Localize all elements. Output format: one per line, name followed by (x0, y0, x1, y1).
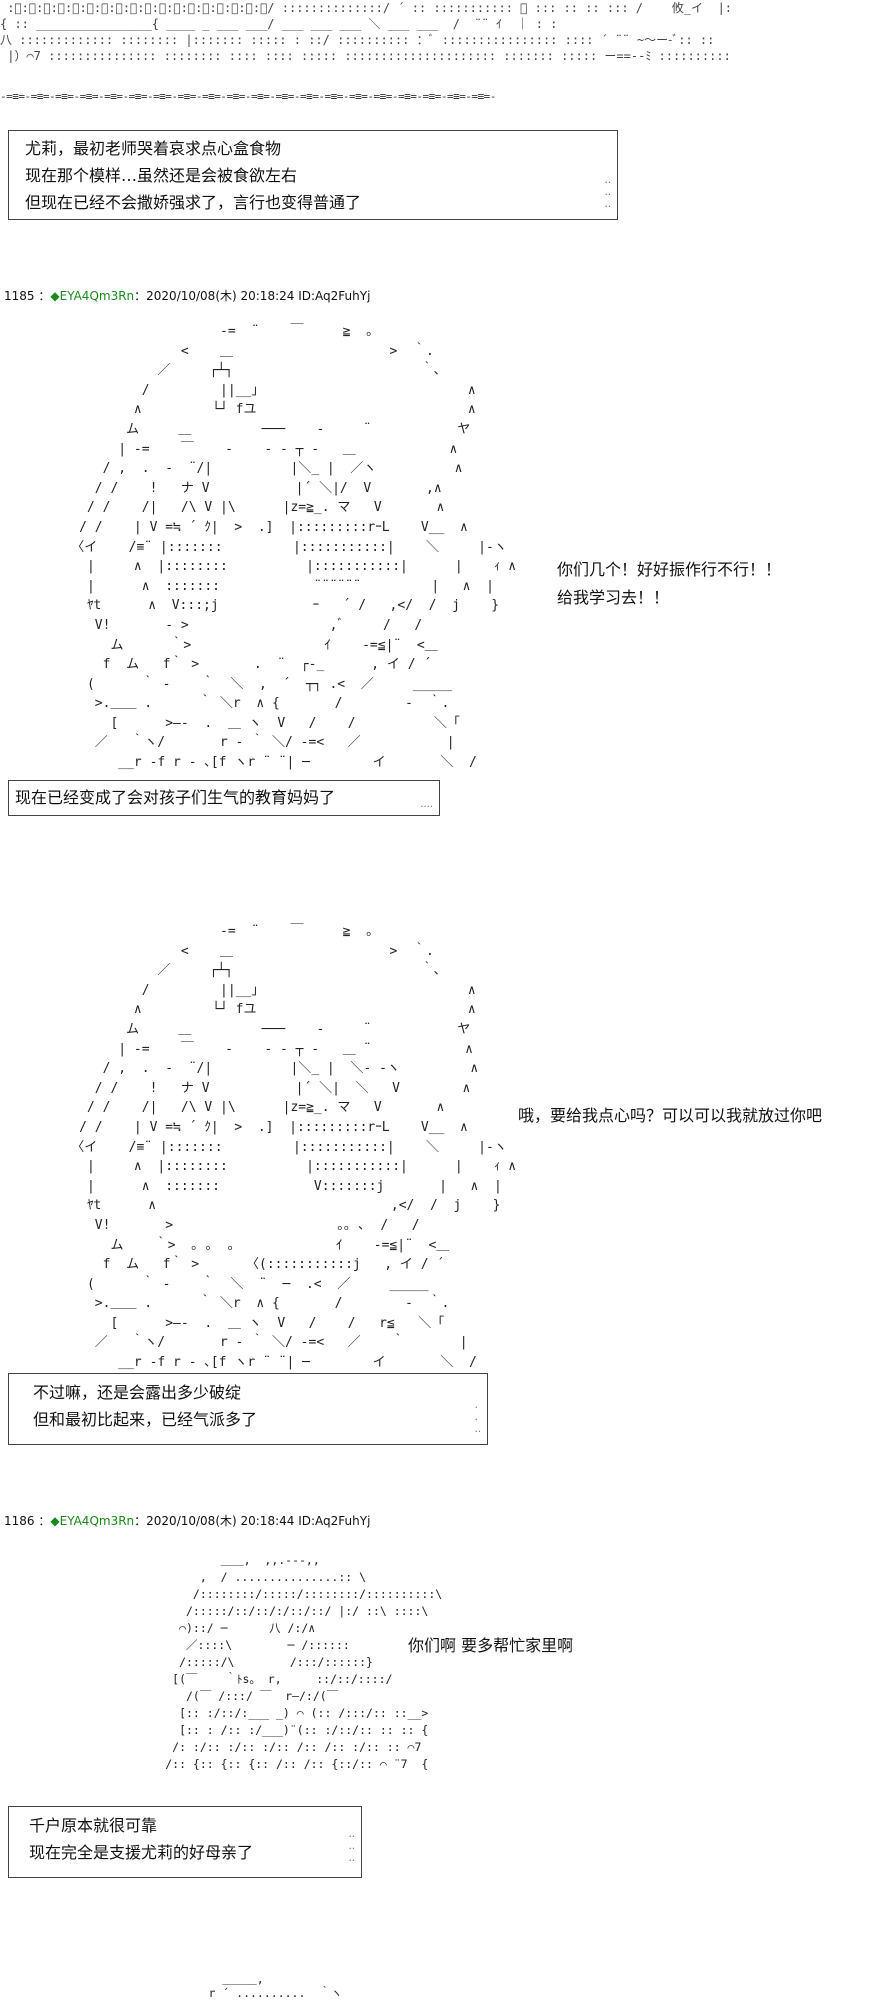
post-separator: ： (38, 289, 51, 303)
dialogue-line: 哦，要给我点心吗？可以可以我就放过你吧 (518, 1106, 823, 1125)
post-tripcode[interactable]: ◆EYA4Qm3Rn (50, 289, 135, 303)
bottom-ascii-art: ＿＿＿, r ´ .......... ｀ヽ (208, 1972, 343, 2000)
narration-box-1: 尤莉，最初老师哭着哀求点心盒食物 现在那个模样…虽然还是会被食欲左右 但现在已经… (8, 130, 618, 220)
post-tripcode[interactable]: ◆EYA4Qm3Rn (50, 1514, 135, 1528)
ascii-art-senko: ＿＿, ,,.-‐-,, , / ...............:: \ /::… (165, 1553, 443, 1771)
box-corner-dots: ...... (604, 175, 611, 210)
box-corner-dots: ...... (348, 1829, 355, 1864)
dialogue-line: 给我学习去！！ (557, 588, 670, 607)
top-ascii-art: :ﾞ:ﾞ:ﾞ:ﾞ:ﾞ:ﾞ:ﾞ:ﾞ:ﾞ:ﾞ:ﾞ:ﾞ:ﾞ:ﾞ:ﾞ:ﾞ:ﾞ:ﾞ/ ::… (0, 1, 733, 63)
narration-line: 千户原本就很可靠 (29, 1816, 158, 1835)
post-number: 1186 (4, 1514, 35, 1528)
box-corner-dots: .... (420, 799, 433, 810)
narration-line: 尤莉，最初老师哭着哀求点心盒食物 (25, 139, 282, 158)
dialogue-yuri-2: 哦，要给我点心吗？可以可以我就放过你吧 (518, 1102, 822, 1130)
narration-line: 但和最初比起来，已经气派多了 (33, 1410, 258, 1429)
dialogue-senko: 你们啊 要多帮忙家里啊 (408, 1632, 573, 1660)
dialogue-line: 你们几个！好好振作行不行！！ (557, 560, 782, 579)
narration-line: 但现在已经不会撒娇强求了，言行也变得普通了 (25, 193, 362, 212)
dialogue-line: 你们啊 要多帮忙家里啊 (408, 1636, 574, 1655)
post-header-1186: 1186 ：◆EYA4Qm3Rn：2020/10/08(木) 20:18:44 … (4, 1512, 370, 1529)
narration-box-3: 不过嘛，还是会露出多少破绽 但和最初比起来，已经气派多了 .... (8, 1373, 488, 1445)
post-number: 1185 (4, 289, 35, 303)
narration-line: 现在已经变成了会对孩子们生气的教育妈妈了 (15, 788, 336, 807)
post-meta: ：2020/10/08(木) 20:18:44 ID:Aq2FuhYj (134, 1514, 371, 1528)
narration-line: 不过嘛，还是会露出多少破绽 (33, 1383, 242, 1402)
narration-line: 现在那个模样…虽然还是会被食欲左右 (25, 166, 298, 185)
narration-line: 现在完全是支援尤莉的好母亲了 (29, 1843, 254, 1862)
narration-box-2: 现在已经变成了会对孩子们生气的教育妈妈了 .... (8, 780, 440, 816)
section-divider: -=≡=-=≡=-=≡=-=≡=-=≡=-=≡=-=≡=-=≡=-=≡=-=≡=… (0, 90, 496, 103)
dialogue-yuri-1: 你们几个！好好振作行不行！！ 给我学习去！！ (557, 556, 781, 612)
box-corner-dots: .... (474, 1400, 481, 1435)
post-header-1185: 1185 ：◆EYA4Qm3Rn：2020/10/08(木) 20:18:24 … (4, 287, 370, 304)
ascii-art-yuri-angry: -= ¨ ￣ ≧ 。 < ＿ > ｀. ／ ┌┴┐ ｀､ / ||__」 ∧ ∧… (71, 324, 517, 771)
ascii-art-yuri-treat: -= ¨ ￣ ≧ 。 < ＿ > ｀. ／ ┌┴┐ ｀､ / ||__」 ∧ ∧… (71, 924, 517, 1371)
post-meta: ：2020/10/08(木) 20:18:24 ID:Aq2FuhYj (134, 289, 371, 303)
post-separator: ： (38, 1514, 51, 1528)
narration-box-4: 千户原本就很可靠 现在完全是支援尤莉的好母亲了 ...... (8, 1806, 362, 1878)
